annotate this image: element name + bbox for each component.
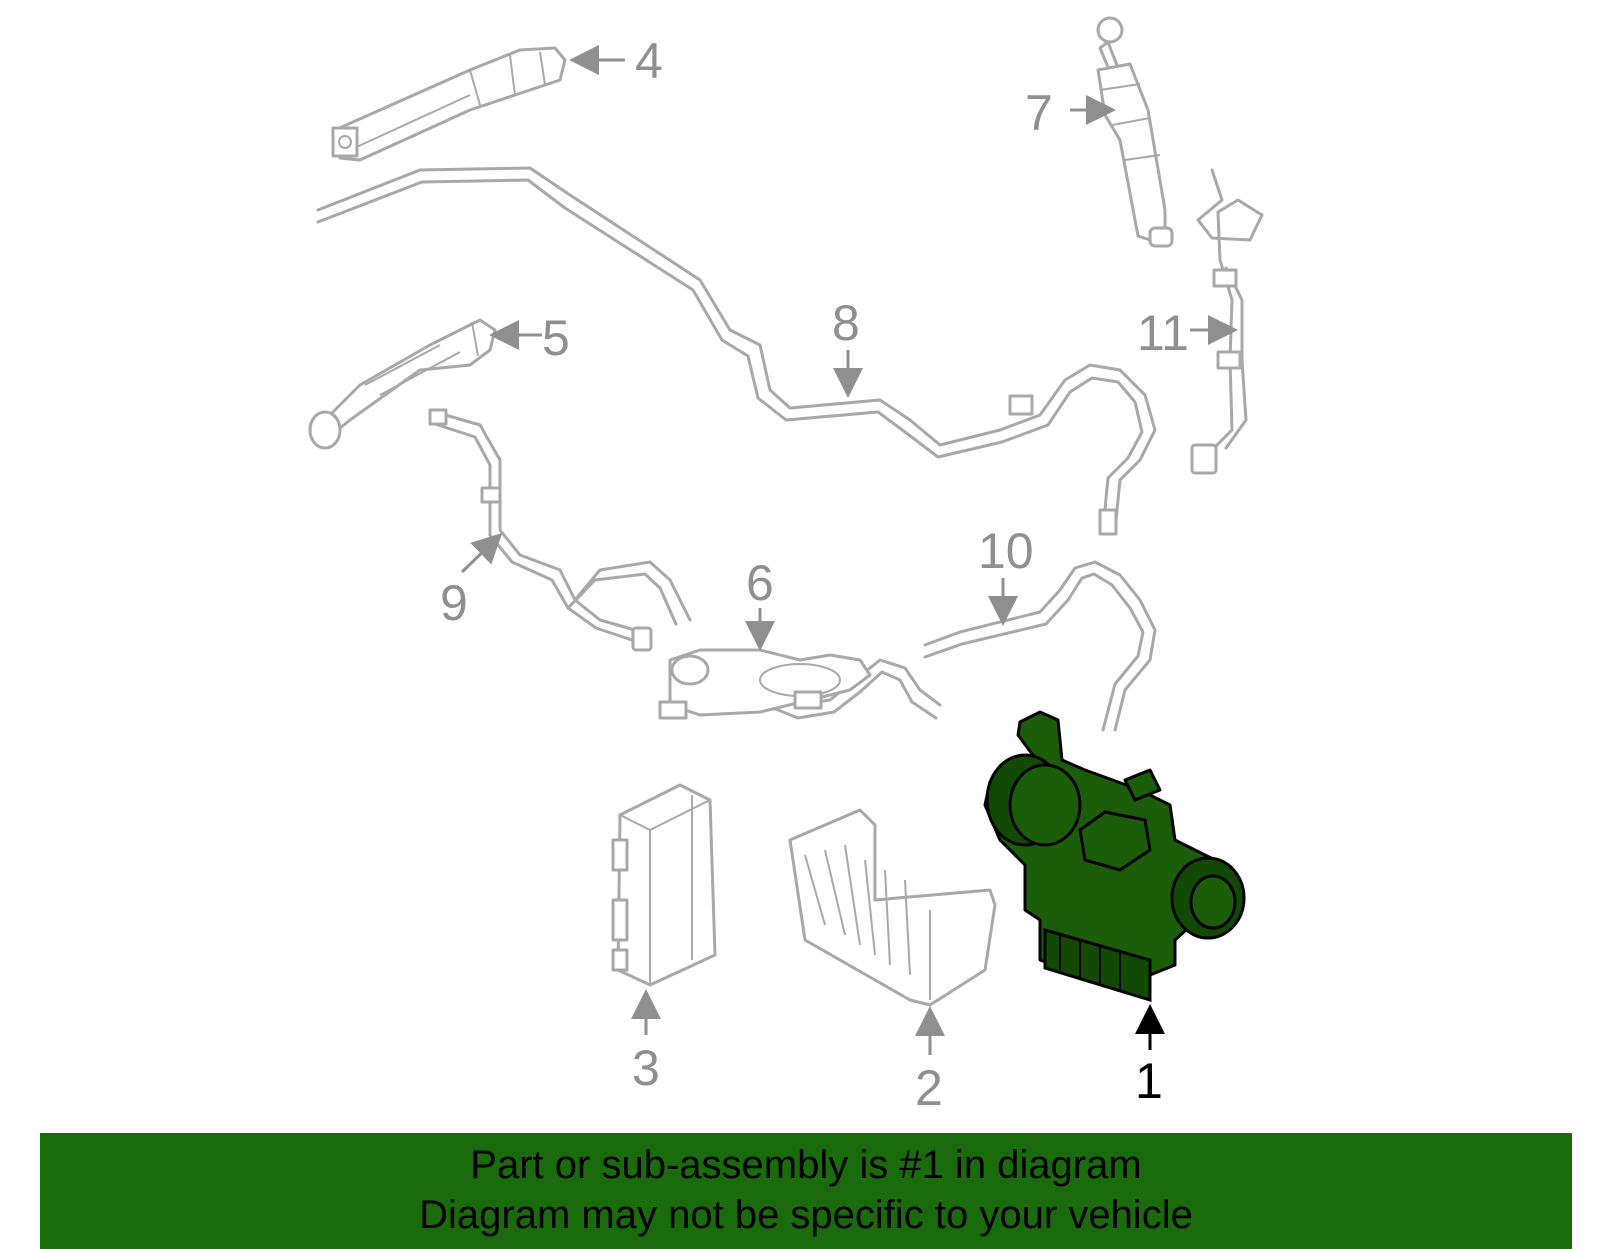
callout-8: 8 (832, 295, 863, 398)
part-11-harness[interactable] (1190, 168, 1264, 475)
callout-label-3: 3 (632, 1040, 660, 1096)
callout-9: 9 (440, 532, 503, 631)
callout-1: 1 (1135, 1004, 1165, 1109)
callout-label-8: 8 (832, 295, 860, 351)
callout-3: 3 (631, 989, 661, 1096)
part-3-control-module[interactable] (611, 783, 717, 987)
callout-label-9: 9 (440, 575, 468, 631)
banner-line-2: Diagram may not be specific to your vehi… (419, 1193, 1193, 1237)
part-8-hydraulic-line[interactable] (316, 166, 1157, 536)
part-2-bracket[interactable] (788, 808, 997, 1007)
callout-label-6: 6 (746, 555, 774, 611)
callout-5: 5 (489, 310, 570, 366)
part-9-harness[interactable] (428, 408, 692, 652)
callout-label-1: 1 (1135, 1053, 1163, 1109)
part-5-actuator[interactable] (308, 318, 497, 450)
part-10-line[interactable] (923, 560, 1157, 732)
callout-label-2: 2 (915, 1060, 943, 1116)
parts-diagram: 4 8 7 11 5 (308, 16, 1264, 1116)
callout-11: 11 (1137, 305, 1238, 361)
part-4-actuator[interactable] (331, 46, 567, 162)
callout-label-7: 7 (1025, 85, 1053, 141)
part-6-pump[interactable] (658, 648, 942, 720)
callout-label-5: 5 (542, 310, 570, 366)
callout-2: 2 (915, 1006, 945, 1116)
callout-4: 4 (569, 33, 663, 89)
part-7-cylinder[interactable] (1096, 16, 1174, 248)
banner-line-1: Part or sub-assembly is #1 in diagram (470, 1143, 1142, 1187)
callout-label-10: 10 (978, 523, 1034, 579)
callout-10: 10 (978, 523, 1034, 626)
callout-label-11: 11 (1137, 305, 1189, 361)
callout-7: 7 (1025, 85, 1116, 141)
callout-label-4: 4 (635, 33, 663, 89)
callout-6: 6 (745, 555, 775, 651)
part-1-pump-assembly[interactable] (983, 710, 1246, 1003)
info-banner: Part or sub-assembly is #1 in diagram Di… (40, 1133, 1572, 1249)
